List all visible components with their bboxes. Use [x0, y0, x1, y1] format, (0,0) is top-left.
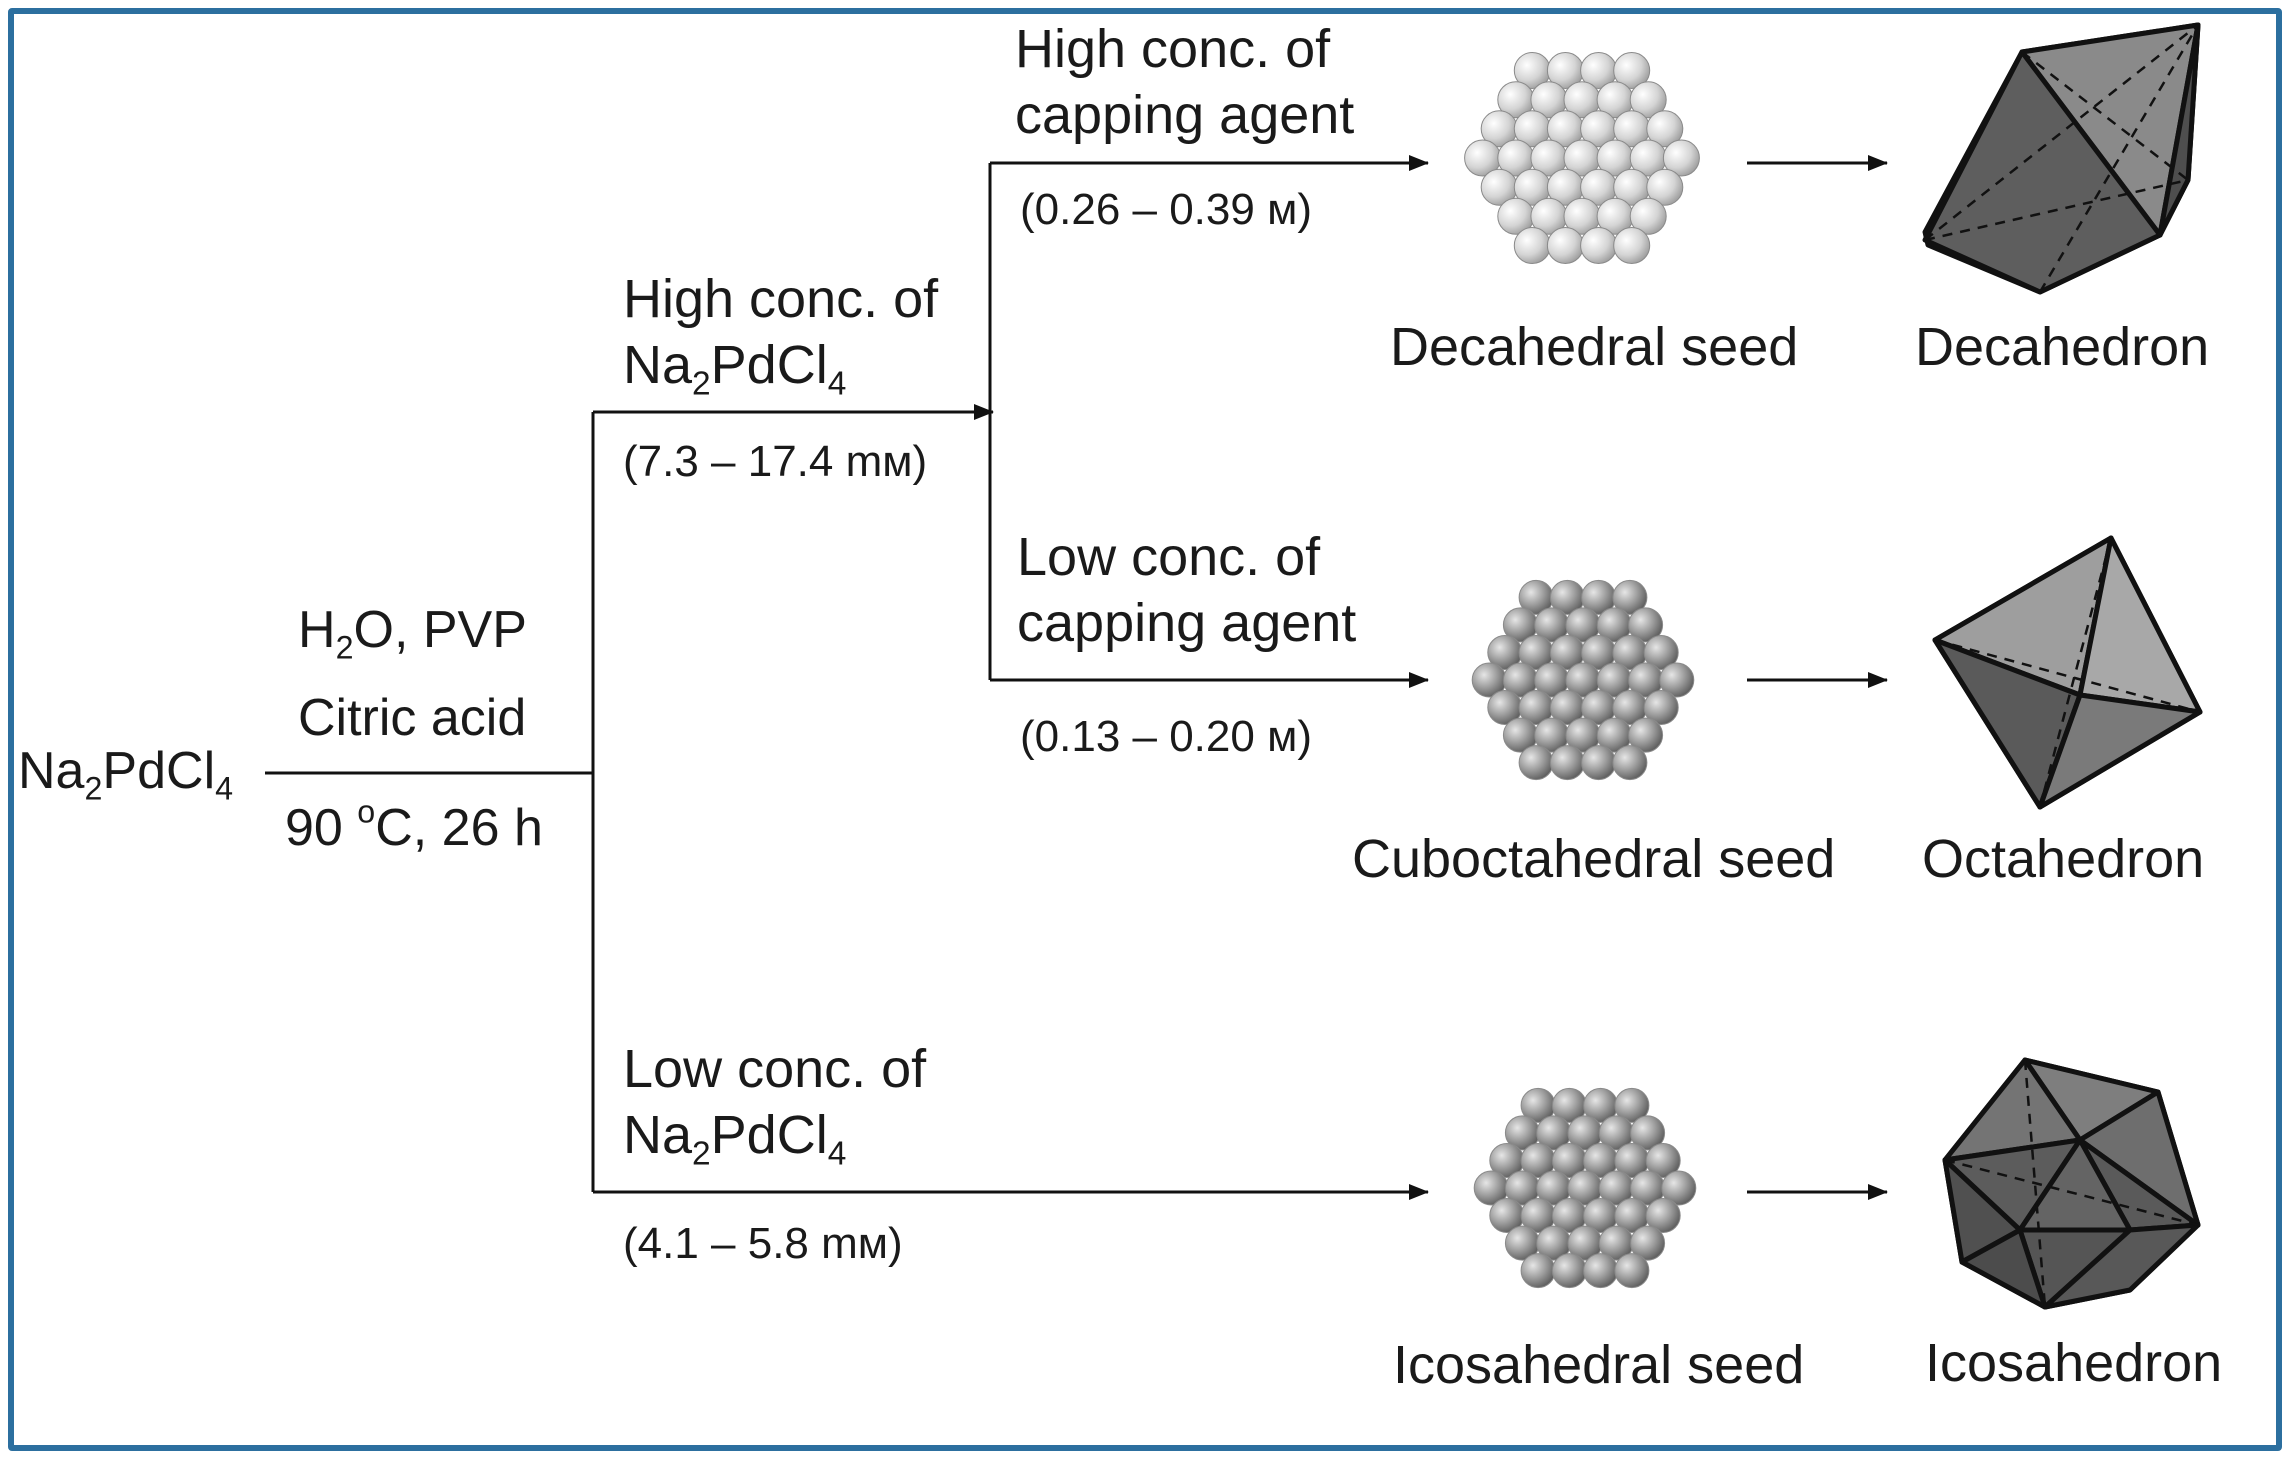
icosahedral-seed-atom: [1614, 1253, 1650, 1289]
icosahedral-seed-label: Icosahedral seed: [1393, 1335, 1805, 1395]
figure-frame: [8, 8, 2282, 1451]
temp-post: C, 26 h: [375, 799, 543, 857]
icosahedral-seed-atom: [1661, 1170, 1697, 1206]
solvent-sub: 2: [335, 629, 354, 666]
reactant-base: Na: [18, 742, 85, 800]
icosahedral-seed-atom: [1630, 1225, 1666, 1261]
decahedral-seed-atom: [1662, 139, 1700, 177]
cuboctahedral-seed-atom: [1659, 662, 1695, 698]
solvent-label: H2O, PVP: [298, 601, 527, 663]
octahedron-label: Octahedron: [1922, 829, 2205, 889]
high-cap-range: (0.26 – 0.39 м): [1020, 185, 1312, 234]
low-cap-line2: capping agent: [1017, 593, 1357, 653]
low-pd-chem: Na2PdCl4: [623, 1105, 846, 1171]
low-pd-chem-base: Na: [623, 1105, 693, 1165]
temperature-label: 90 oC, 26 h: [285, 795, 543, 857]
decahedral-seed-atom: [1629, 81, 1667, 119]
acid-label: Citric acid: [298, 689, 527, 747]
decahedral-seed-cluster: [1464, 52, 1700, 264]
decahedral-seed-atom: [1513, 227, 1551, 264]
decahedral-seed-label: Decahedral seed: [1390, 317, 1799, 377]
cuboctahedral-seed-cluster: [1471, 579, 1695, 781]
icosahedral-seed-cluster: [1473, 1087, 1697, 1289]
decahedral-seed-atom: [1646, 168, 1684, 206]
icosahedral-seed-atom: [1645, 1143, 1681, 1178]
high-cap-line2: capping agent: [1015, 85, 1355, 145]
high-pd-chem: Na2PdCl4: [623, 335, 846, 401]
temp-sup: o: [357, 793, 376, 830]
low-pd-range: (4.1 – 5.8 mм): [623, 1219, 903, 1268]
decahedral-seed-atom: [1613, 227, 1651, 264]
low-pd-chem-sub1: 2: [692, 1135, 711, 1173]
high-pd-chem-sub2: 4: [827, 365, 847, 403]
icosahedron-label: Icosahedron: [1925, 1333, 2223, 1393]
high-cap-line1: High conc. of: [1015, 19, 1331, 79]
cuboctahedral-seed-atom: [1518, 745, 1554, 781]
icosahedral-seed-atom: [1630, 1115, 1666, 1151]
cuboctahedral-seed-atom: [1643, 690, 1679, 725]
icosahedron-shape: [1942, 1057, 2201, 1310]
cuboctahedral-seed-atom: [1628, 607, 1664, 643]
reactant-mid: PdCl: [102, 742, 216, 800]
low-cap-range: (0.13 – 0.20 м): [1020, 712, 1312, 761]
high-pd-chem-sub1: 2: [692, 365, 711, 403]
low-pd-line1: Low conc. of: [623, 1039, 927, 1099]
decahedron-label: Decahedron: [1915, 317, 2210, 377]
reactant-sub2: 4: [215, 770, 234, 807]
decahedral-seed-atom: [1613, 52, 1651, 89]
decahedral-seed-atom: [1646, 110, 1684, 148]
high-pd-range: (7.3 – 17.4 mм): [623, 437, 928, 486]
decahedral-seed-atom: [1546, 227, 1584, 264]
reactant-sub1: 2: [84, 770, 103, 807]
reactant-label: Na2PdCl4: [18, 742, 233, 804]
icosahedral-seed-atom: [1645, 1198, 1681, 1233]
octahedron-shape: [1932, 535, 2203, 810]
high-pd-chem-base: Na: [623, 335, 693, 395]
low-cap-line1: Low conc. of: [1017, 527, 1321, 587]
decahedral-seed-atom: [1580, 227, 1618, 264]
cuboctahedral-seed-label: Cuboctahedral seed: [1352, 829, 1836, 889]
decahedron-shape: [1922, 22, 2201, 295]
cuboctahedral-seed-atom: [1612, 745, 1648, 781]
decahedral-seed-atom: [1629, 197, 1667, 235]
low-pd-chem-sub2: 4: [827, 1135, 847, 1173]
high-pd-line1: High conc. of: [623, 269, 939, 329]
solvent-post: O, PVP: [353, 601, 527, 659]
cuboctahedral-seed-atom: [1549, 745, 1585, 781]
cuboctahedral-seed-atom: [1643, 635, 1679, 670]
cuboctahedral-seed-atom: [1612, 579, 1648, 615]
solvent-pre: H: [298, 601, 336, 659]
temp-pre: 90: [285, 799, 358, 857]
icosahedral-seed-atom: [1614, 1087, 1650, 1123]
low-pd-chem-mid: PdCl: [710, 1105, 828, 1165]
icosahedral-seed-atom: [1583, 1253, 1619, 1289]
cuboctahedral-seed-atom: [1581, 745, 1617, 781]
icosahedral-seed-atom: [1551, 1253, 1587, 1289]
high-pd-chem-mid: PdCl: [710, 335, 828, 395]
cuboctahedral-seed-atom: [1628, 717, 1664, 753]
icosahedral-seed-atom: [1520, 1253, 1556, 1289]
